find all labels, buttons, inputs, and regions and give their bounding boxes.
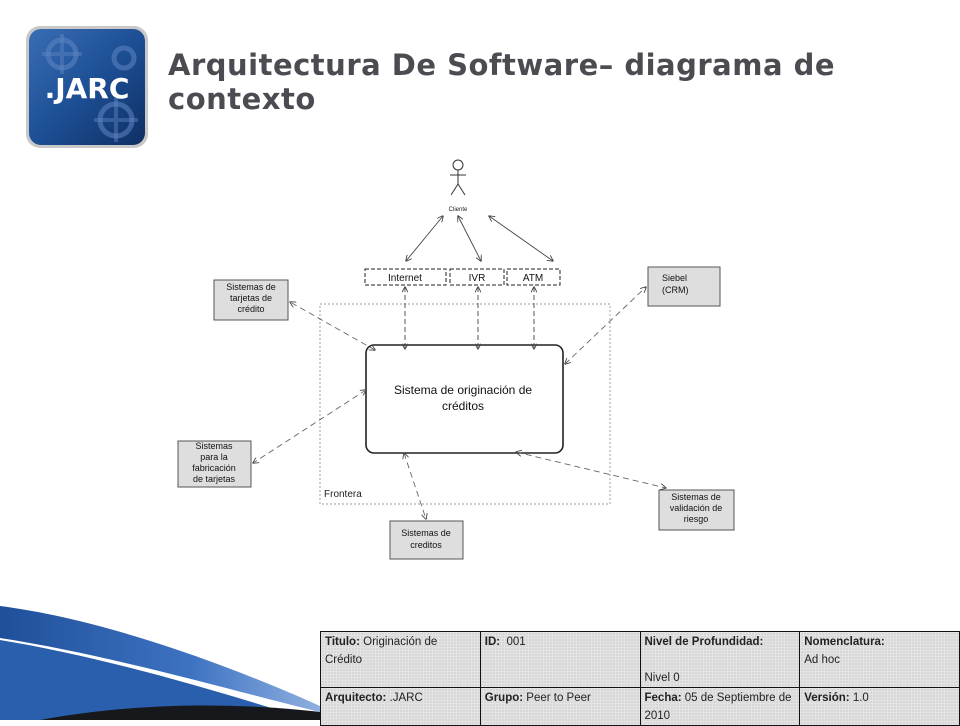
arquitecto-label: Arquitecto: xyxy=(325,692,387,704)
ext-fabricacion-line2: para la xyxy=(200,452,228,462)
ext-tarjetas-line3: crédito xyxy=(237,304,264,314)
center-system-label-line2: créditos xyxy=(442,399,484,413)
ext-validacion-line3: riesgo xyxy=(684,514,709,524)
ext-fabricacion-line3: fabricación xyxy=(192,463,236,473)
ext-validacion-box xyxy=(658,489,735,531)
nivel-label: Nivel de Profundidad: xyxy=(644,636,764,648)
edge-system-creditos xyxy=(404,453,426,519)
grupo-value: Peer to Peer xyxy=(526,692,591,704)
cell-id: ID: 001 xyxy=(479,631,641,688)
edge-cliente-ivr xyxy=(458,216,481,261)
ext-creditos-box xyxy=(389,520,464,560)
channel-ivr-label: IVR xyxy=(469,273,486,284)
context-diagram: Frontera Cliente Internet IVR ATM Sistem… xyxy=(177,159,735,560)
channel-internet-label: Internet xyxy=(388,273,422,284)
version-value: 1.0 xyxy=(852,692,869,704)
nivel-value: Nivel 0 xyxy=(644,672,680,684)
nomenclatura-label: Nomenclatura: xyxy=(804,636,885,648)
page-title: Arquitectura De Software– diagrama de co… xyxy=(168,48,836,116)
arquitecto-value: .JARC xyxy=(389,692,423,704)
channel-atm-label: ATM xyxy=(523,273,543,284)
edge-system-siebel xyxy=(565,287,646,364)
decorative-swoosh xyxy=(0,606,320,720)
cell-titulo: Titulo: Originación de Crédito xyxy=(320,631,481,688)
titulo-label: Titulo: xyxy=(325,636,360,648)
cell-nomenclatura: Nomenclatura: Ad hoc xyxy=(799,631,960,688)
titulo-value: Originación de Crédito xyxy=(325,636,438,666)
edge-system-validacion xyxy=(516,452,666,488)
ext-validacion-line1: Sistemas de xyxy=(671,492,721,502)
ext-fabricacion-box xyxy=(177,440,252,488)
ext-siebel-line1: Siebel xyxy=(662,273,687,283)
fecha-value: 05 de Septiembre de 2010 xyxy=(644,692,792,722)
ext-fabricacion-line1: Sistemas xyxy=(195,441,233,451)
cell-nivel: Nivel de Profundidad: Nivel 0 xyxy=(639,631,801,688)
ext-fabricacion-line4: de tarjetas xyxy=(193,474,236,484)
ext-siebel-line2: (CRM) xyxy=(662,285,689,295)
edge-system-fabricacion xyxy=(253,390,366,463)
ext-siebel-box xyxy=(647,266,721,307)
edge-system-tarjetas xyxy=(290,302,375,350)
jarc-logo: .JARC xyxy=(26,26,148,148)
channel-ivr xyxy=(449,268,505,286)
actor-label: Cliente xyxy=(449,207,468,213)
edge-cliente-internet xyxy=(406,216,443,261)
actor-cliente-icon xyxy=(450,159,466,196)
id-value: 001 xyxy=(506,636,526,648)
boundary-label: Frontera xyxy=(324,489,362,500)
channel-internet xyxy=(364,268,447,286)
fecha-label: Fecha: xyxy=(644,692,682,704)
metadata-table: Titulo: Originación de Crédito ID: 001 N… xyxy=(320,631,960,726)
ext-validacion-line2: validación de xyxy=(670,503,723,513)
ext-tarjetas-credito-box xyxy=(213,279,289,321)
ext-creditos-line2: creditos xyxy=(410,540,442,550)
ext-tarjetas-line1: Sistemas de xyxy=(226,282,276,292)
ext-creditos-line1: Sistemas de xyxy=(401,528,451,538)
ext-tarjetas-line2: tarjetas de xyxy=(230,293,272,303)
edge-cliente-atm xyxy=(489,216,553,261)
logo-text: .JARC xyxy=(45,72,130,105)
center-system-label-line1: Sistema de originación de xyxy=(394,383,532,397)
id-label: ID: xyxy=(484,636,501,648)
channel-atm xyxy=(506,268,561,286)
table-row: Titulo: Originación de Crédito ID: 001 N… xyxy=(320,631,960,688)
version-label: Versión: xyxy=(804,692,850,704)
grupo-label: Grupo: xyxy=(484,692,524,704)
nomenclatura-value: Ad hoc xyxy=(804,654,841,666)
